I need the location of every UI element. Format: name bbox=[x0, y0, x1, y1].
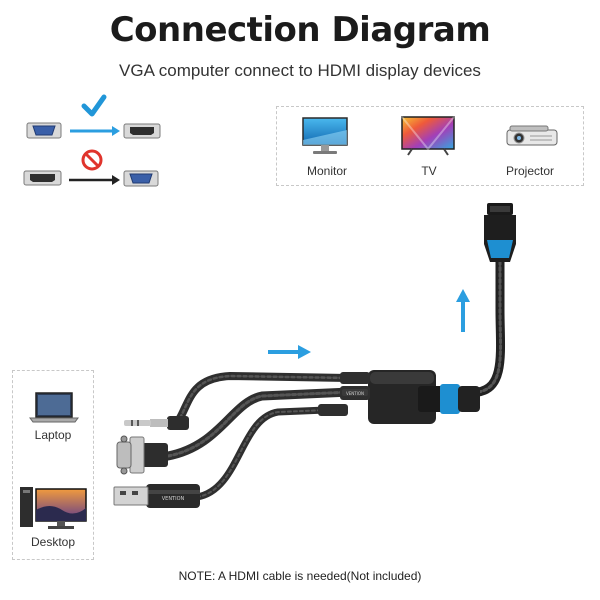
laptop-icon bbox=[29, 392, 79, 423]
vga-plug-icon bbox=[116, 435, 168, 475]
projector-label: Projector bbox=[505, 164, 555, 178]
svg-text:VENTION: VENTION bbox=[346, 391, 364, 396]
arrow-right-icon bbox=[268, 345, 311, 359]
usb-plug-icon: VENTION bbox=[113, 484, 200, 508]
laptop-label: Laptop bbox=[34, 428, 72, 442]
source-devices-box bbox=[12, 370, 94, 560]
hdmi-port-icon bbox=[23, 170, 62, 186]
monitor-icon bbox=[302, 117, 348, 154]
hdmi-port-icon bbox=[123, 123, 161, 139]
page-title: Connection Diagram bbox=[109, 10, 491, 50]
arrow-right-icon bbox=[69, 175, 120, 185]
audio-jack-icon bbox=[124, 416, 189, 430]
note-text: NOTE: A HDMI cable is needed(Not include… bbox=[178, 569, 422, 583]
tv-label: TV bbox=[421, 164, 437, 178]
desktop-icon bbox=[20, 487, 87, 529]
arrow-up-icon bbox=[456, 289, 470, 332]
tv-icon bbox=[401, 116, 455, 156]
vga-port-icon bbox=[26, 122, 62, 139]
svg-text:VENTION: VENTION bbox=[162, 496, 185, 502]
page-subtitle: VGA computer connect to HDMI display dev… bbox=[119, 61, 481, 80]
display-devices-box bbox=[276, 106, 584, 186]
adapter-cables bbox=[163, 257, 506, 501]
prohibited-icon bbox=[81, 149, 103, 171]
monitor-label: Monitor bbox=[306, 164, 347, 178]
hdmi-plug-icon bbox=[484, 203, 516, 262]
arrow-right-icon bbox=[70, 126, 120, 136]
converter-box: VENTION bbox=[318, 370, 480, 424]
desktop-label: Desktop bbox=[30, 535, 76, 549]
check-icon bbox=[81, 94, 107, 117]
projector-icon bbox=[506, 125, 558, 146]
vga-port-icon bbox=[123, 170, 159, 187]
